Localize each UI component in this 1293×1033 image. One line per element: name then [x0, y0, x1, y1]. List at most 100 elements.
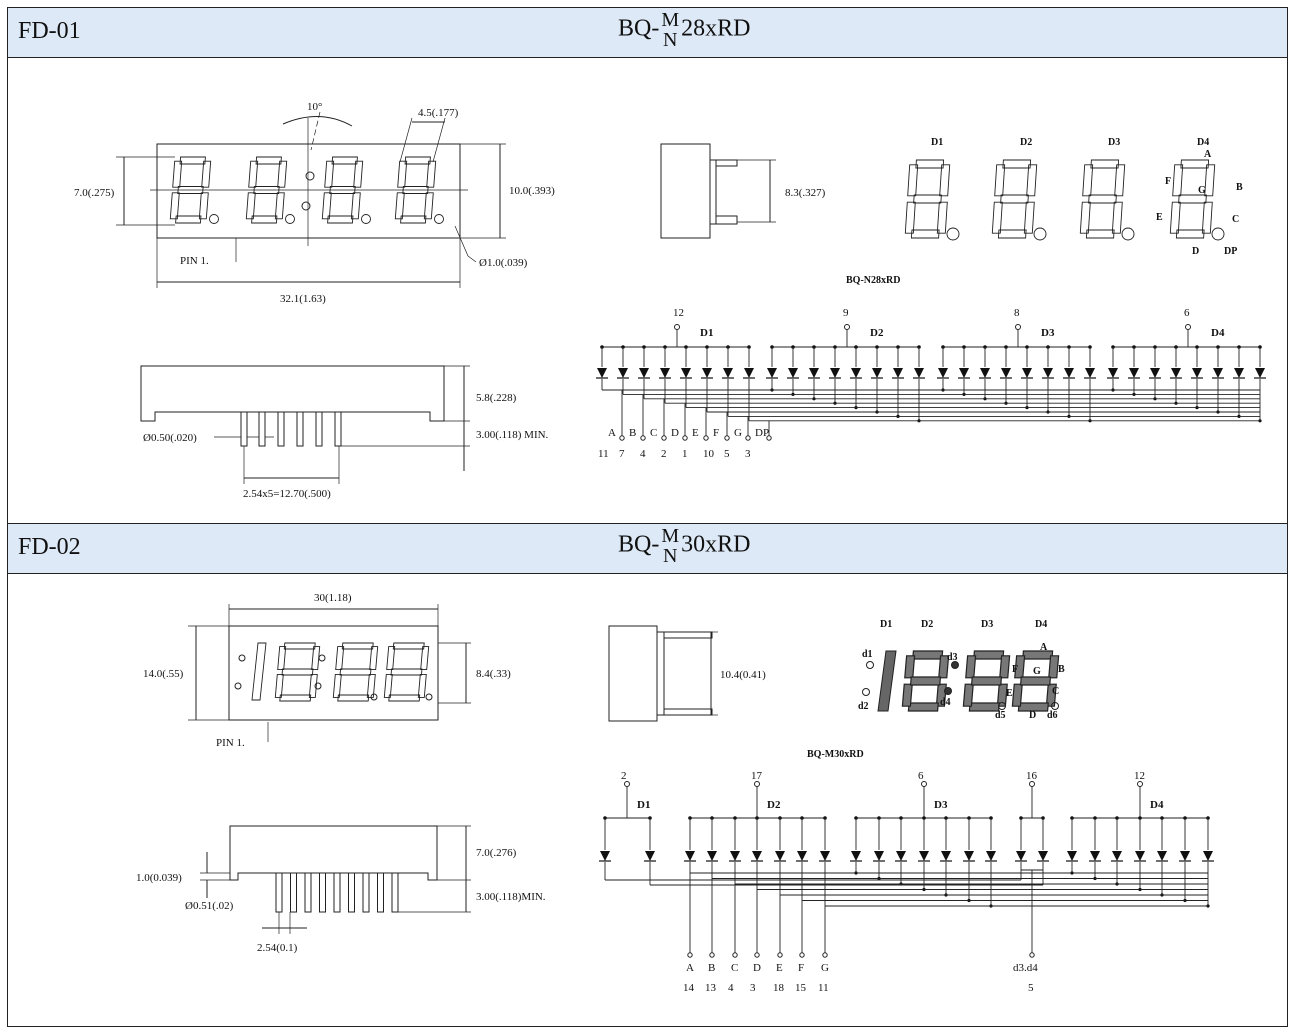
dim-digit-height: 7.0(.275) [74, 187, 115, 199]
diode-symbol [729, 851, 741, 862]
decimal-point [1211, 227, 1225, 241]
diode-symbol [1021, 368, 1033, 379]
segment-c [1045, 683, 1057, 707]
segment-label: A [1040, 642, 1048, 653]
diode-symbol [871, 368, 883, 379]
diode-symbol [1111, 851, 1123, 862]
segment-c [274, 192, 285, 220]
segment-d [997, 229, 1027, 239]
pin-terminal [624, 781, 630, 787]
pin-terminal [754, 781, 760, 787]
segment-c [366, 673, 376, 698]
fd02-bottom-pins [275, 872, 399, 913]
diode-symbol [1015, 851, 1027, 862]
common-pin-number: 12 [1134, 770, 1145, 782]
pin-terminal [661, 435, 667, 441]
segment-a [915, 159, 945, 169]
segment-b [1114, 164, 1126, 197]
diode-symbol [937, 368, 949, 379]
segment-b [999, 655, 1011, 679]
segment-d [400, 215, 427, 224]
segment-b [938, 655, 950, 679]
segment-b [311, 646, 321, 671]
diode-body [820, 851, 830, 861]
digit-label: D3 [981, 619, 993, 630]
segment-a [341, 642, 374, 650]
segment-label: B [1236, 182, 1243, 193]
segment-f [1172, 164, 1184, 197]
diode-body [1135, 851, 1145, 861]
fd01-front-view [116, 111, 506, 288]
dot-pin-number: 5 [1028, 982, 1034, 994]
diode-symbol [1107, 368, 1119, 379]
diode-symbol [829, 368, 841, 379]
segment-label: C [650, 427, 657, 439]
segment-label: D [671, 427, 679, 439]
pin [240, 411, 248, 447]
segment-g [909, 676, 942, 686]
segment-label: F [798, 962, 804, 974]
pin-terminal [799, 952, 805, 958]
segment-e [274, 673, 284, 698]
segment-g [1019, 676, 1052, 686]
pin [277, 411, 285, 447]
pin-terminal [1029, 952, 1035, 958]
segment-e [245, 192, 256, 220]
diode-body [914, 368, 924, 378]
fd02-front-digits [251, 642, 430, 702]
pin-terminal [921, 781, 927, 787]
diode-symbol [796, 851, 808, 862]
pin-terminal [844, 324, 850, 330]
diode-body [639, 368, 649, 378]
segment-a [404, 156, 431, 165]
dim-seg-width: 4.5(.177) [418, 107, 459, 119]
diode-body [938, 368, 948, 378]
segment-label: B [629, 427, 636, 439]
decimal-point [361, 214, 371, 224]
segment-f [248, 160, 259, 188]
segment-d [1175, 229, 1205, 239]
digit-label: D2 [921, 619, 933, 630]
diode-symbol [1084, 368, 1096, 379]
segment-label: G [821, 962, 829, 974]
segment-label: D [1192, 246, 1199, 257]
segment-label: D [1029, 710, 1036, 721]
segment-f [397, 160, 408, 188]
diode-body [872, 368, 882, 378]
segment-f [965, 655, 977, 679]
digit-glyph [991, 159, 1047, 241]
segment-g [329, 186, 356, 194]
decimal-point [209, 214, 219, 224]
diode-body [1171, 368, 1181, 378]
segment-e [321, 192, 332, 220]
diode-symbol [1212, 368, 1224, 379]
segment-pin-number: 7 [619, 448, 625, 460]
diode-symbol [963, 851, 975, 862]
segment-pin-number: 10 [703, 448, 715, 460]
segment-g [1000, 194, 1029, 204]
pin-terminal [674, 324, 680, 330]
diode-symbol [1149, 368, 1161, 379]
diode-body [1016, 851, 1026, 861]
dim-pin-dia: Ø0.50(.020) [143, 432, 197, 444]
segment-e [904, 201, 916, 234]
diode-symbol [644, 851, 656, 862]
segment-e [1169, 201, 1181, 234]
pin-terminal [1029, 781, 1035, 787]
segment-e [394, 192, 405, 220]
segment-c [198, 192, 209, 220]
segment-b [420, 646, 430, 671]
segment-b [1048, 655, 1060, 679]
segment-b [1204, 164, 1216, 197]
dim-digit-height: 8.4(.33) [476, 668, 511, 680]
dot-indicator [1051, 702, 1059, 710]
diode-symbol [638, 368, 650, 379]
digit-label: D4 [1150, 799, 1164, 811]
segment-g [281, 668, 314, 676]
digit-glyph [1169, 159, 1225, 241]
diode-symbol [766, 368, 778, 379]
digit-label: D1 [880, 619, 892, 630]
section-code: FD-02 [18, 534, 81, 560]
dim-side-depth: 8.3(.327) [785, 187, 826, 199]
